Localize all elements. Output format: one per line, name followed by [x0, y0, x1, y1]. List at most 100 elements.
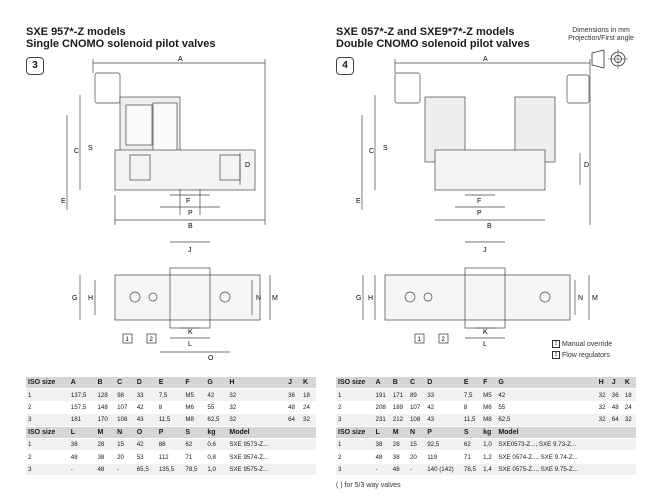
- callout-1: 1: [126, 337, 130, 343]
- table-cell: 48: [373, 450, 391, 464]
- table-cell: [622, 437, 636, 451]
- table-cell: 1: [336, 437, 374, 451]
- dimensions-note: Dimensions in mm Projection/First angle: [566, 27, 636, 43]
- table-header-cell: [609, 425, 623, 439]
- dim-label-l: L: [188, 341, 192, 348]
- table-cell: -: [407, 462, 426, 476]
- table-cell: 1,2: [481, 450, 497, 464]
- table-cell: 148: [95, 400, 116, 414]
- left-title-line2: Single CNOMO solenoid pilot valves: [26, 38, 216, 50]
- dim-label-g: G: [356, 295, 361, 302]
- left-title-line1: SXE 957*-Z models: [26, 26, 126, 38]
- table-cell: -: [115, 462, 135, 476]
- table-cell: 181: [68, 413, 96, 427]
- dim-label-j: J: [483, 247, 487, 254]
- table-header-cell: A: [68, 375, 96, 389]
- dim-label-a: A: [178, 56, 183, 63]
- right-title-line2: Double CNOMO solenoid pilot valves: [336, 38, 530, 50]
- table-cell: 48: [286, 400, 301, 414]
- table-cell: 2: [336, 400, 374, 414]
- table-cell: 64: [286, 413, 301, 427]
- table-cell: 88: [156, 437, 184, 451]
- dim-label-f: F: [186, 198, 190, 205]
- table-header-cell: K: [301, 375, 316, 389]
- dim-label-k: K: [188, 329, 193, 336]
- table-cell: 2: [26, 450, 69, 464]
- dim-label-a: A: [483, 56, 488, 63]
- table-cell: 3: [26, 413, 69, 427]
- table-cell: -: [68, 462, 96, 476]
- table-cell: 24: [622, 400, 636, 414]
- table-cell: 64: [609, 413, 623, 427]
- table-cell: 3: [336, 413, 374, 427]
- table-cell: SXE 9574-Z...: [227, 450, 287, 464]
- table-cell: M6: [183, 400, 206, 414]
- table-header-cell: Model: [496, 425, 597, 439]
- table-cell: [622, 450, 636, 464]
- table-cell: 15: [407, 437, 426, 451]
- table-header-cell: C: [407, 375, 426, 389]
- table-cell: 48: [609, 400, 623, 414]
- table-header-cell: C: [115, 375, 135, 389]
- right-title-line1: SXE 057*-Z and SXE9*7*-Z models: [336, 26, 515, 38]
- table-cell: 3: [26, 462, 69, 476]
- table-header-cell: ISO size: [26, 425, 69, 439]
- table-cell: 55: [496, 400, 597, 414]
- table-cell: 137,5: [68, 388, 96, 402]
- table-cell: 62,5: [496, 413, 597, 427]
- figure-number-badge: 3: [26, 57, 44, 75]
- table-cell: SXE 0574-Z..., SXE 9.74-Z...: [496, 450, 597, 464]
- table-cell: SXE0573-Z..., SXE 9.73-Z...: [496, 437, 597, 451]
- table-header-cell: S: [461, 425, 482, 439]
- table-cell: 24: [301, 400, 316, 414]
- callout-1: 1: [418, 337, 422, 343]
- table-cell: 7,5: [461, 388, 482, 402]
- table-cell: M8: [183, 413, 206, 427]
- table-cell: [622, 462, 636, 476]
- table-header-cell: [301, 425, 316, 439]
- table-cell: 171: [390, 388, 408, 402]
- table-header-cell: F: [183, 375, 206, 389]
- table-header-cell: kg: [205, 425, 228, 439]
- dim-label-s: S: [88, 145, 93, 152]
- single-valve-side-view: A C E D S F P B: [61, 56, 266, 230]
- dim-label-p: P: [477, 210, 482, 217]
- dim-label-e: E: [356, 198, 361, 205]
- table-header-cell: B: [390, 375, 408, 389]
- single-valve-plan-view: J H G N M K L O 1 2: [72, 241, 278, 362]
- table-header-cell: [596, 425, 610, 439]
- table-header-cell: kg: [481, 425, 497, 439]
- table-header-cell: J: [609, 375, 623, 389]
- table-header-cell: D: [425, 375, 462, 389]
- table-cell: 28: [390, 437, 408, 451]
- table-cell: 38: [95, 450, 116, 464]
- table-cell: 32: [596, 413, 610, 427]
- table-cell: 107: [407, 400, 426, 414]
- dim-label-n: N: [256, 295, 261, 302]
- table-header-cell: E: [461, 375, 482, 389]
- figure-number-badge: 4: [336, 57, 354, 75]
- table-cell: 36: [286, 388, 301, 402]
- table-cell: 11,5: [461, 413, 482, 427]
- table-cell: 112: [156, 450, 184, 464]
- table-cell: 189: [390, 400, 408, 414]
- dim-label-k: K: [483, 329, 488, 336]
- dim-label-j: J: [188, 247, 192, 254]
- table-cell: 48: [95, 462, 116, 476]
- table-cell: 1,4: [481, 462, 497, 476]
- dim-label-s: S: [383, 145, 388, 152]
- table-header-cell: A: [373, 375, 391, 389]
- dim-label-c: C: [369, 148, 374, 155]
- legend-number: 1: [552, 340, 560, 348]
- table-cell: [596, 437, 610, 451]
- table-cell: 3: [336, 462, 374, 476]
- table-cell: 65,5: [134, 462, 157, 476]
- dim-label-f: F: [477, 198, 481, 205]
